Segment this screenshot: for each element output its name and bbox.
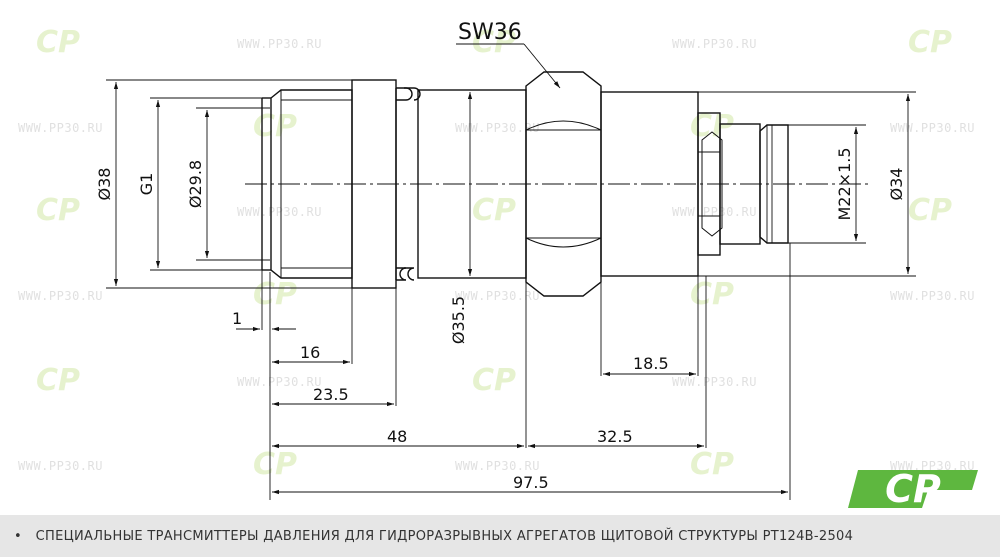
watermark-logo: CP — [253, 277, 297, 312]
label-23-5: 23.5 — [313, 385, 349, 404]
watermark-url: WWW.PP30.RU — [18, 121, 103, 135]
watermark-logo: CP — [908, 193, 952, 228]
watermark-url: WWW.PP30.RU — [672, 37, 757, 51]
caption-text: СПЕЦИАЛЬНЫЕ ТРАНСМИТТЕРЫ ДАВЛЕНИЯ ДЛЯ ГИ… — [35, 528, 854, 544]
dimension-labels: SW36 Ø38 G1 Ø29.8 Ø35.5 M22×1.5 Ø34 1 16… — [95, 20, 906, 492]
watermark-url: WWW.PP30.RU — [237, 37, 322, 51]
part-outline — [245, 71, 870, 297]
watermark-logo: CP — [472, 25, 516, 60]
watermark-logo: CP — [253, 109, 297, 144]
watermark-url: WWW.PP30.RU — [890, 459, 975, 473]
watermark-logo: CP — [253, 447, 297, 482]
watermark-url: WWW.PP30.RU — [890, 121, 975, 135]
label-m22: M22×1.5 — [835, 147, 854, 220]
label-d29-8: Ø29.8 — [186, 160, 205, 208]
label-g1: G1 — [137, 173, 156, 196]
brand-logo: CP — [848, 467, 978, 511]
watermark-logo: CP — [472, 193, 516, 228]
label-97-5: 97.5 — [513, 473, 549, 492]
watermark-url: WWW.PP30.RU — [18, 289, 103, 303]
watermark-layer: WWW.PP30.RU WWW.PP30.RU WWW.PP30.RU WWW.… — [18, 25, 975, 482]
label-1: 1 — [232, 309, 242, 328]
dimensions — [106, 43, 916, 500]
brand-logo-text: CP — [885, 467, 941, 511]
watermark-logo: CP — [36, 25, 80, 60]
label-48: 48 — [387, 427, 407, 446]
watermark-logo: CP — [472, 363, 516, 398]
watermark-url: WWW.PP30.RU — [237, 375, 322, 389]
watermark-url: WWW.PP30.RU — [18, 459, 103, 473]
watermark-url: WWW.PP30.RU — [455, 289, 540, 303]
caption-bar: • СПЕЦИАЛЬНЫЕ ТРАНСМИТТЕРЫ ДАВЛЕНИЯ ДЛЯ … — [0, 515, 1000, 557]
sw36-leader — [523, 43, 561, 89]
caption-bullet: • — [14, 528, 22, 544]
groove-top-1 — [396, 87, 413, 101]
watermark-logo: CP — [690, 447, 734, 482]
watermark-url: WWW.PP30.RU — [455, 459, 540, 473]
watermark-url: WWW.PP30.RU — [455, 121, 540, 135]
label-d35-5: Ø35.5 — [449, 296, 468, 344]
label-d34: Ø34 — [887, 168, 906, 201]
groove-bottom-1 — [396, 267, 407, 281]
watermark-logo: CP — [908, 25, 952, 60]
watermark-logo: CP — [690, 109, 734, 144]
watermark-logo: CP — [36, 193, 80, 228]
watermark-url: WWW.PP30.RU — [237, 205, 322, 219]
label-d38: Ø38 — [95, 168, 114, 201]
label-32-5: 32.5 — [597, 427, 633, 446]
label-sw36: SW36 — [458, 20, 522, 45]
watermark-url: WWW.PP30.RU — [672, 205, 757, 219]
watermark-logo: CP — [36, 363, 80, 398]
watermark-url: WWW.PP30.RU — [890, 289, 975, 303]
watermark-url: WWW.PP30.RU — [672, 375, 757, 389]
label-18-5: 18.5 — [633, 354, 669, 373]
watermark-logo: CP — [690, 277, 734, 312]
label-16: 16 — [300, 343, 320, 362]
